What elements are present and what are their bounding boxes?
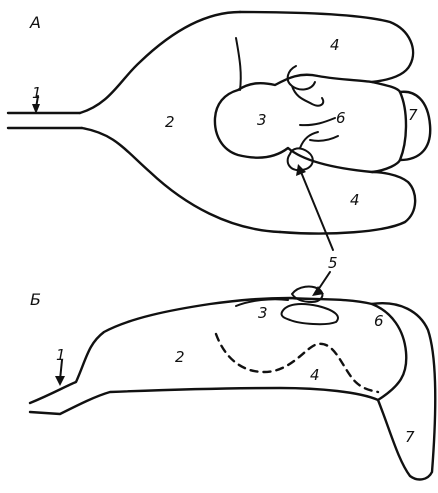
label-1-a: 1	[32, 84, 42, 102]
label-1-b: 1	[56, 346, 66, 364]
label-7-b: 7	[405, 428, 415, 446]
lower-lobe-outline	[280, 172, 415, 234]
label-2-a: 2	[165, 113, 175, 131]
label-4-b: 4	[310, 366, 320, 384]
label-2-b: 2	[175, 348, 185, 366]
lateral-spinal-arrow-head	[55, 376, 65, 386]
upper-loop-structure	[288, 66, 324, 106]
lateral-dashed-boundary	[216, 334, 378, 392]
label-3-a: 3	[257, 111, 267, 129]
mid-divider-line	[300, 118, 335, 125]
mid-divider-line-2	[310, 136, 338, 141]
label-7-a: 7	[408, 106, 418, 124]
panel-a: A 1 2 3 4 4 6 7	[8, 12, 430, 250]
pointer-arrow-line-b	[318, 272, 330, 290]
medulla-outline	[80, 12, 280, 232]
panel-b: Б 1 2 3 4 6 7	[30, 272, 435, 479]
upper-lobe-outline	[240, 12, 413, 82]
label-5: 5	[328, 254, 338, 272]
label-4-a-top: 4	[330, 36, 340, 54]
olfactory-divider	[400, 92, 406, 160]
panel-a-label: A	[29, 13, 41, 32]
lobe-divider-line	[236, 38, 241, 90]
lower-loop-structure	[288, 132, 318, 170]
label-4-a-bottom: 4	[350, 191, 360, 209]
lateral-loop-lower	[281, 304, 338, 324]
pointer-arrow-line-a	[301, 172, 333, 250]
label-6-b: 6	[374, 312, 384, 330]
label-6-a: 6	[336, 109, 346, 127]
panel-b-label: Б	[30, 290, 41, 309]
label-3-b: 3	[258, 304, 268, 322]
